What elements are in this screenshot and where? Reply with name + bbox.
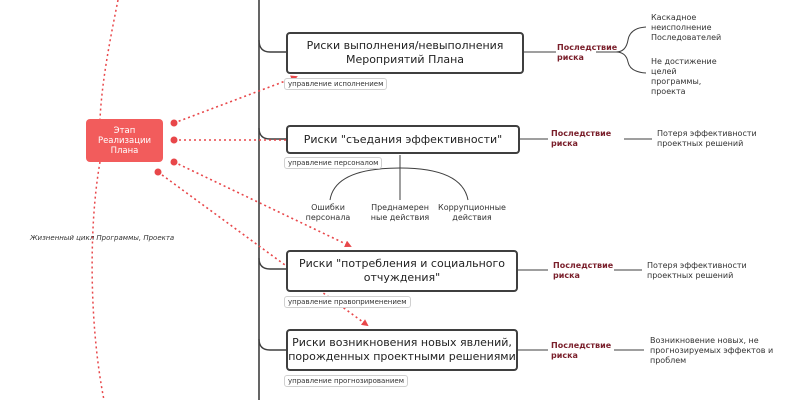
subtopic-line: действия — [452, 213, 492, 222]
consequence-line: Последствие — [551, 341, 612, 350]
risk-title-line: Риски возникновения новых явлений, — [292, 336, 512, 349]
risk-tag[interactable]: управление правоприменением — [284, 296, 411, 308]
consequence-line: риска — [557, 53, 584, 62]
consequence-label[interactable]: Последствие риска — [553, 261, 613, 281]
risk-node-execution[interactable]: Риски выполнения/невыполнения Мероприяти… — [286, 32, 524, 74]
effect-line: Последователей — [651, 33, 722, 42]
subtopic-line: Коррупционные — [438, 203, 506, 212]
branch-connector — [258, 338, 286, 351]
effect-line: Возникновение новых, не — [650, 336, 759, 345]
effect-line: Потеря эффективности — [657, 129, 757, 138]
risk-title-line: отчуждения" — [363, 271, 441, 284]
risk-node-new-phenomena[interactable]: Риски возникновения новых явлений, порож… — [286, 329, 518, 371]
subtopic-connector — [329, 167, 401, 201]
relation-arrow — [173, 75, 298, 124]
subtopic-item[interactable]: Преднамерен ные действия — [364, 203, 436, 223]
subtopic-line: Ошибки — [311, 203, 345, 212]
risk-title-line: Мероприятий Плана — [345, 53, 465, 66]
consequence-line: риска — [551, 139, 578, 148]
effect-line: проекта — [651, 87, 686, 96]
effect-connector — [615, 51, 647, 74]
consequence-line: Последствие — [553, 261, 614, 270]
subtopic-line: персонала — [305, 213, 351, 222]
effect-item[interactable]: Каскадное неисполнение Последователей — [651, 13, 721, 43]
effect-line: проектных решений — [647, 271, 734, 280]
effect-line: Не достижение — [651, 57, 717, 66]
stage-node[interactable]: Этап Реализации Плана — [86, 119, 163, 162]
risk-title-line: Риски выполнения/невыполнения — [306, 39, 504, 52]
effect-item[interactable]: Потеря эффективности проектных решений — [647, 261, 747, 281]
effect-line: программы, — [651, 77, 702, 86]
risk-tag[interactable]: управление прогнозированием — [284, 375, 408, 387]
effect-line: проектных решений — [657, 139, 744, 148]
risk-node-efficiency[interactable]: Риски "съедания эффективности" — [286, 125, 520, 154]
stage-label-line: Этап — [113, 125, 136, 136]
effect-line: Потеря эффективности — [647, 261, 747, 270]
branch-connector — [258, 257, 286, 270]
subtopic-line: Преднамерен — [371, 203, 429, 212]
subtopic-connector — [399, 167, 469, 201]
consequence-label[interactable]: Последствие риска — [551, 341, 611, 361]
lifecycle-curve — [99, 0, 119, 120]
effect-item[interactable]: Возникновение новых, не прогнозируемых э… — [650, 336, 773, 366]
effect-line: неисполнение — [651, 23, 712, 32]
stage-label-line: Реализации — [97, 135, 152, 146]
risk-tag[interactable]: управление исполнением — [284, 78, 388, 90]
consequence-line: риска — [553, 271, 580, 280]
risk-title-line: порожденных проектными решениями — [288, 350, 516, 363]
subtopic-item[interactable]: Ошибки персонала — [298, 203, 358, 223]
risk-tag[interactable]: управление персоналом — [284, 157, 383, 169]
lifecycle-curve — [91, 161, 105, 400]
risk-node-consumption[interactable]: Риски "потребления и социального отчужде… — [286, 250, 518, 292]
effect-line: проблем — [650, 356, 687, 365]
consequence-line: риска — [551, 351, 578, 360]
consequence-line: Последствие — [551, 129, 612, 138]
risk-title-line: Риски "съедания эффективности" — [303, 132, 503, 146]
branch-connector — [258, 127, 286, 140]
consequence-line: Последствие — [557, 43, 618, 52]
subtopic-item[interactable]: Коррупционные действия — [436, 203, 508, 223]
consequence-label[interactable]: Последствие риска — [557, 43, 617, 63]
consequence-label[interactable]: Последствие риска — [551, 129, 611, 149]
effect-item[interactable]: Потеря эффективности проектных решений — [657, 129, 757, 149]
effect-line: прогнозируемых эффектов и — [650, 346, 774, 355]
branch-connector — [258, 39, 286, 53]
effect-connector — [596, 26, 647, 53]
effect-line: Каскадное — [651, 13, 697, 22]
effect-item[interactable]: Не достижение целей программы, проекта — [651, 57, 717, 97]
lifecycle-label: Жизненный цикл Программы, Проекта — [30, 234, 175, 242]
subtopic-line: ные действия — [370, 213, 430, 222]
effect-line: целей — [651, 67, 677, 76]
stage-label-line: Плана — [110, 145, 139, 156]
risk-title-line: Риски "потребления и социального — [298, 257, 506, 270]
